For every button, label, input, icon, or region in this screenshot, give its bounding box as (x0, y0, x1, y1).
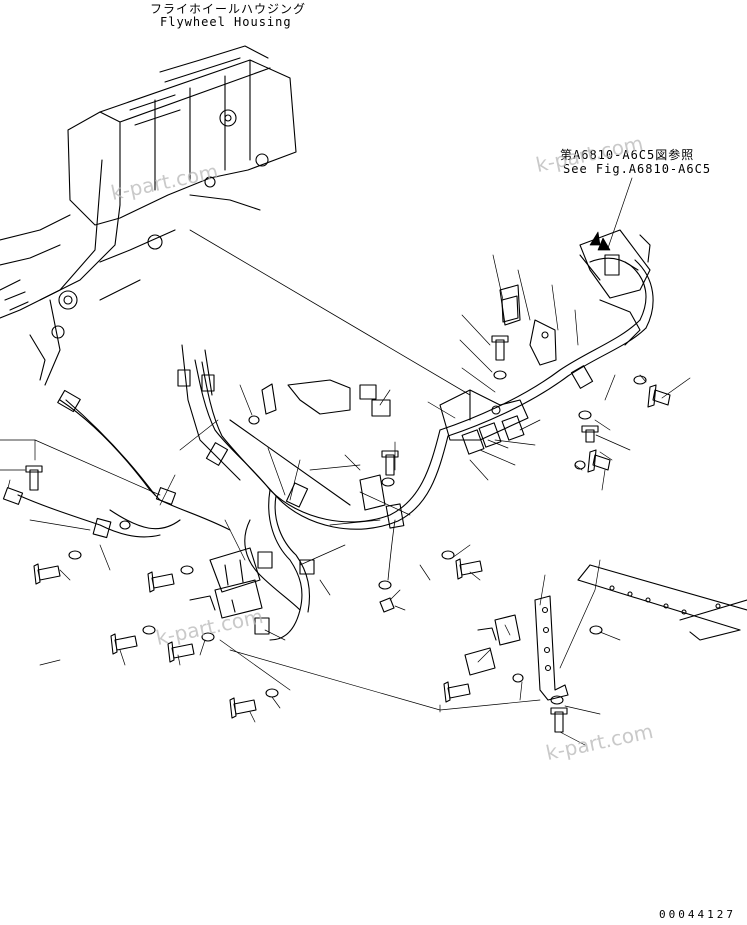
flywheel-housing (0, 46, 296, 385)
upper-right-bracket (580, 230, 650, 345)
bolts (26, 296, 670, 732)
figure-reference-jp: 第A6810-A6C5図参照 (560, 148, 695, 162)
center-bracket (262, 285, 556, 510)
battery-bracket (465, 596, 568, 700)
washers (69, 371, 646, 704)
relay-block (190, 548, 262, 618)
wiring-harness (18, 258, 653, 640)
document-number: 00044127 (659, 908, 736, 921)
figure-reference: See Fig.A6810-A6C5 (563, 162, 712, 176)
leader-lines (0, 178, 690, 745)
frame-rail (578, 565, 747, 640)
harness-clamps (3, 366, 592, 634)
flywheel-housing-label: Flywheel Housing (160, 15, 292, 29)
flywheel-housing-label-jp: フライホイールハウジング (150, 2, 307, 16)
